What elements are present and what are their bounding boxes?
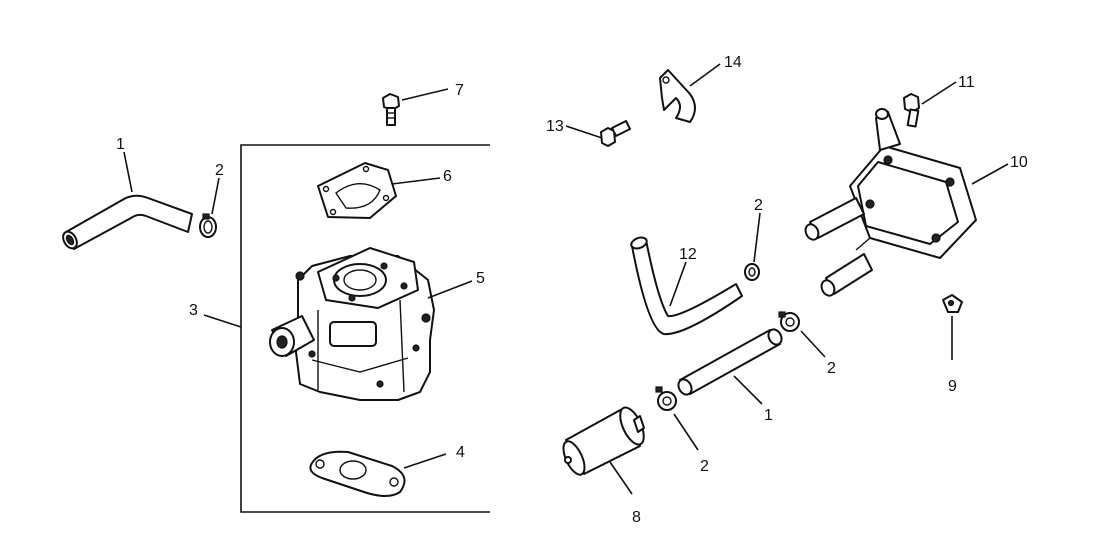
callout-2-b: 2 bbox=[827, 360, 836, 377]
callout-6: 6 bbox=[443, 168, 452, 185]
assembly-bracket bbox=[240, 144, 490, 513]
leader-4 bbox=[403, 453, 447, 469]
callout-12: 12 bbox=[679, 246, 697, 263]
leader-5 bbox=[427, 280, 473, 299]
hose-clamp-left bbox=[199, 213, 217, 238]
leader-14 bbox=[689, 63, 721, 87]
screw-11 bbox=[903, 93, 920, 128]
leader-2-left bbox=[211, 177, 220, 215]
callout-2-left: 2 bbox=[215, 162, 224, 179]
callout-8: 8 bbox=[632, 509, 641, 526]
leader-2-b bbox=[800, 330, 826, 358]
gasket-bottom bbox=[309, 450, 406, 497]
screw-7 bbox=[382, 93, 400, 126]
leader-11 bbox=[921, 81, 957, 105]
leader-12 bbox=[669, 261, 687, 307]
leader-6 bbox=[391, 177, 441, 185]
callout-1-left: 1 bbox=[116, 136, 125, 153]
leader-2-c bbox=[673, 413, 699, 451]
hose-clip bbox=[659, 69, 696, 123]
callout-10: 10 bbox=[1010, 154, 1028, 171]
carburetor bbox=[269, 247, 435, 401]
screw-13 bbox=[600, 120, 631, 147]
fuel-hose-curved bbox=[630, 236, 743, 336]
leader-1-right bbox=[733, 375, 763, 405]
fuel-pump bbox=[804, 108, 977, 297]
fitting-9 bbox=[942, 294, 963, 313]
hose-clamp-b bbox=[778, 311, 800, 332]
leader-8 bbox=[609, 461, 633, 495]
hose-clamp-c bbox=[655, 386, 677, 411]
callout-1-right: 1 bbox=[764, 407, 773, 424]
callout-11: 11 bbox=[958, 74, 975, 91]
leader-10 bbox=[971, 163, 1009, 185]
fuel-hose-right bbox=[677, 328, 783, 396]
fuel-filter bbox=[562, 406, 645, 476]
callout-13: 13 bbox=[546, 118, 564, 135]
callout-9: 9 bbox=[948, 378, 957, 395]
fuel-hose-left bbox=[62, 194, 193, 250]
hose-clamp-a bbox=[744, 263, 760, 281]
leader-13 bbox=[565, 125, 603, 139]
callout-2-a: 2 bbox=[754, 197, 763, 214]
gasket-top bbox=[317, 162, 397, 219]
callout-5: 5 bbox=[476, 270, 485, 287]
leader-7 bbox=[401, 88, 449, 101]
callout-14: 14 bbox=[724, 54, 742, 71]
callout-2-c: 2 bbox=[700, 458, 709, 475]
leader-1-left bbox=[123, 151, 133, 193]
callout-4: 4 bbox=[456, 444, 465, 461]
callout-3: 3 bbox=[189, 302, 198, 319]
leader-2-a bbox=[753, 212, 761, 263]
leader-3 bbox=[203, 314, 242, 328]
callout-7: 7 bbox=[455, 82, 464, 99]
